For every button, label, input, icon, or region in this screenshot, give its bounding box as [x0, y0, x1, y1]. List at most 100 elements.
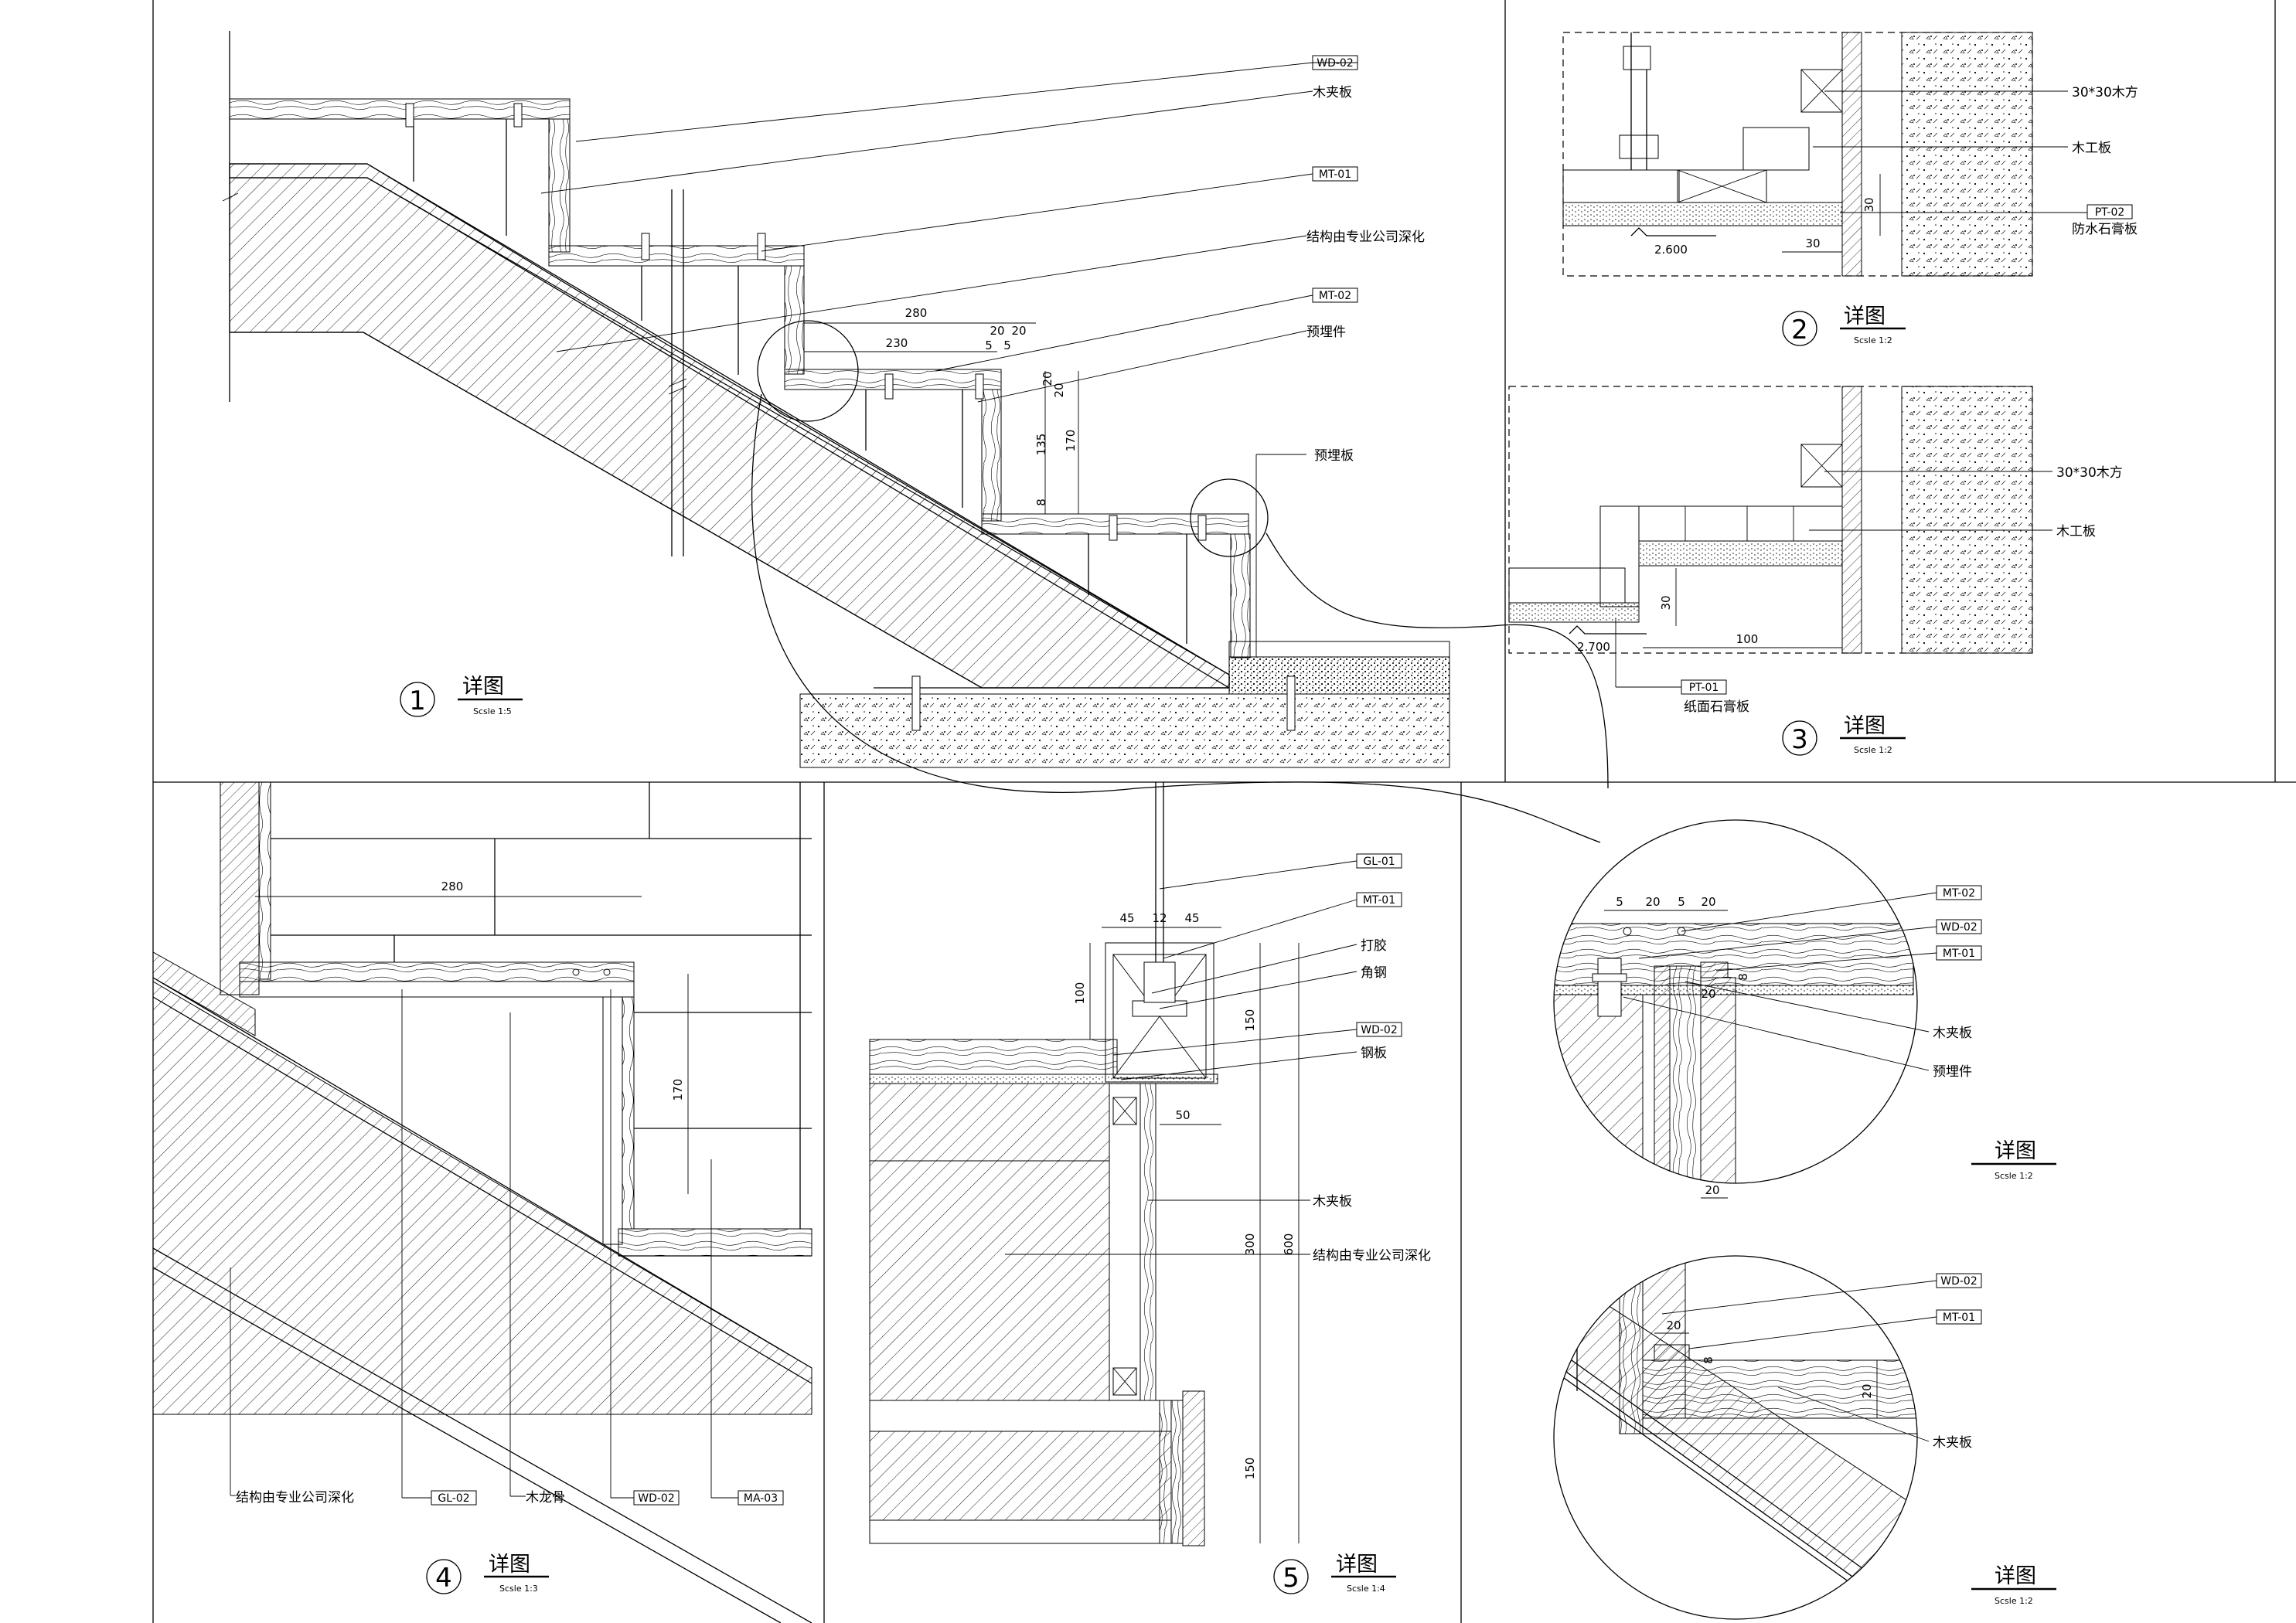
p7-dim-20b: 20: [1860, 1383, 1874, 1398]
p4-tag-wd02: WD-02: [638, 1492, 675, 1505]
p1-label-mujiaban: 木夹板: [1313, 85, 1352, 100]
p2-dim-30v: 30: [1862, 197, 1876, 212]
p2-title: 详图: [1844, 305, 1886, 328]
panel-3-detail: 30*30木方 木工板 30 100 2.700 PT-01 纸面石膏板 3 详…: [1508, 386, 2123, 756]
p5-label-jiaogang: 角钢: [1361, 965, 1387, 981]
p4-title: 详图: [489, 1553, 530, 1577]
p1-label-yumaijian: 预埋件: [1306, 325, 1346, 340]
p2-scale: Scsle 1:2: [1854, 335, 1892, 345]
p5-dim-150a: 150: [1243, 1009, 1257, 1032]
p6-dim-20c: 20: [1701, 987, 1715, 1001]
p3-label-wood-square: 30*30木方: [2056, 465, 2123, 481]
floor-gravel: [1228, 656, 1450, 695]
p1-dim-230: 230: [886, 336, 908, 350]
p5-tag-mt01: MT-01: [1363, 894, 1395, 907]
p5-tag-gl01: GL-01: [1363, 856, 1395, 868]
p5-dim-12: 12: [1152, 911, 1167, 925]
p3-dim-30: 30: [1659, 595, 1673, 610]
p5-dim-50: 50: [1175, 1108, 1190, 1122]
p6-dim-5b: 5: [1678, 895, 1685, 909]
p1-dim-5a: 5: [985, 339, 993, 352]
p5-dim-150b: 150: [1243, 1458, 1257, 1480]
p1-label-yumaiban: 预埋板: [1314, 448, 1354, 464]
p2-label-waterproof: 防水石膏板: [2072, 221, 2138, 237]
p5-dim-300: 300: [1243, 1233, 1257, 1256]
p5-dim-45b: 45: [1184, 911, 1199, 925]
p5-label-structure: 结构由专业公司深化: [1313, 1248, 1431, 1264]
p7-tag-wd02: WD-02: [1940, 1275, 1977, 1288]
p1-title: 详图: [462, 675, 504, 699]
p6-dim-5a: 5: [1616, 895, 1623, 909]
p3-number: 3: [1791, 724, 1808, 755]
p1-dim-20a: 20: [990, 324, 1004, 338]
p1-dim-8: 8: [1034, 498, 1048, 506]
p3-tag-pt01: PT-01: [1689, 682, 1719, 694]
p5-number: 5: [1283, 1563, 1300, 1594]
p7-dim-8: 8: [1702, 1356, 1715, 1364]
p2-number: 2: [1791, 315, 1808, 345]
p5-label-gangban: 钢板: [1361, 1046, 1387, 1061]
p3-dim-100: 100: [1736, 632, 1759, 646]
p2-tag-pt02: PT-02: [2095, 206, 2125, 219]
p3-title: 详图: [1844, 714, 1886, 738]
p3-label-paper: 纸面石膏板: [1684, 699, 1749, 715]
p1-dimensions: 280 230 20 20 5 5 20 135 170 8 20: [804, 306, 1079, 514]
p7-scale: Scsle 1:2: [1995, 1596, 2033, 1606]
p7-tag-mt01: MT-01: [1943, 1312, 1975, 1324]
p1-tag-mt01: MT-01: [1319, 168, 1351, 181]
p4-scale: Scsle 1:3: [499, 1584, 538, 1594]
p1-leaders: WD-02 木夹板 MT-01 结构由专业公司深化 MT-02 预埋件 预埋板: [540, 55, 1425, 657]
panel-6-enlargement: 5 20 5 20 8 20 20 MT-02 WD-02 MT-01 木夹板 …: [1553, 819, 2056, 1199]
p5-title: 详图: [1336, 1553, 1378, 1577]
p3-elev: 2.700: [1577, 640, 1610, 654]
p4-number: 4: [435, 1563, 452, 1594]
p3-label-mugongban: 木工板: [2056, 524, 2096, 539]
p1-dim-280: 280: [905, 306, 928, 320]
p6-dim-20b: 20: [1701, 895, 1715, 909]
panel-1-stair-section: WD-02 木夹板 MT-01 结构由专业公司深化 MT-02 预埋件 预埋板 …: [222, 31, 1609, 843]
p6-title: 详图: [1995, 1139, 2036, 1163]
p7-title: 详图: [1995, 1564, 2036, 1588]
p1-tag-wd02: WD-02: [1317, 57, 1354, 70]
p1-dim-20v2: 20: [1052, 383, 1066, 397]
p5-dim-100: 100: [1073, 982, 1087, 1005]
p5-dim-45a: 45: [1119, 911, 1134, 925]
p1-number: 1: [409, 686, 426, 716]
p4-tag-gl02: GL-02: [438, 1492, 469, 1505]
p3-scale: Scsle 1:2: [1854, 745, 1892, 755]
p1-dim-135: 135: [1034, 434, 1048, 456]
p5-label-mujiaban: 木夹板: [1313, 1194, 1352, 1210]
p1-dim-20b: 20: [1011, 324, 1026, 338]
p6-label-yumaijian: 预埋件: [1933, 1064, 1972, 1080]
p1-tag-mt02: MT-02: [1319, 290, 1351, 302]
p2-dim-30h: 30: [1805, 236, 1820, 250]
ground-concrete: [799, 693, 1450, 768]
p6-dim-8: 8: [1736, 973, 1750, 981]
p6-scale: Scsle 1:2: [1995, 1171, 2033, 1181]
p7-label-mujiaban: 木夹板: [1933, 1435, 1972, 1451]
p6-label-mujiaban: 木夹板: [1933, 1026, 1972, 1041]
stair-treads: [229, 98, 1251, 658]
panel-5-detail: 45 12 45 100 150 50 300 600 150 GL-01 MT…: [869, 782, 1431, 1594]
p1-dim-20v: 20: [1041, 371, 1054, 386]
p4-slab: [152, 978, 812, 1415]
p2-label-wood-square: 30*30木方: [2072, 85, 2138, 100]
p1-dim-5b: 5: [1003, 339, 1011, 352]
p5-label-dajiao: 打胶: [1361, 938, 1387, 954]
p5-dim-600: 600: [1282, 1233, 1296, 1256]
p7-dim-20a: 20: [1666, 1318, 1681, 1332]
p4-label-mulonggu: 木龙骨: [526, 1490, 565, 1506]
panel-7-enlargement: 20 8 20 WD-02 MT-01 木夹板 详图 Scsle 1:2: [1553, 1255, 2056, 1620]
p5-tag-wd02: WD-02: [1361, 1024, 1398, 1036]
p2-label-mugongban: 木工板: [2072, 141, 2111, 156]
p4-dim-170: 170: [671, 1079, 685, 1101]
p4-label-structure: 结构由专业公司深化: [236, 1490, 354, 1506]
p1-scale: Scsle 1:5: [473, 706, 512, 716]
p1-number-bubble: [400, 682, 435, 717]
p5-scale: Scsle 1:4: [1347, 1584, 1385, 1594]
p6-tag-mt01: MT-01: [1943, 948, 1975, 960]
p4-tag-ma03: MA-03: [744, 1492, 778, 1505]
p2-elev: 2.600: [1654, 243, 1688, 257]
p6-dim-20a: 20: [1645, 895, 1660, 909]
